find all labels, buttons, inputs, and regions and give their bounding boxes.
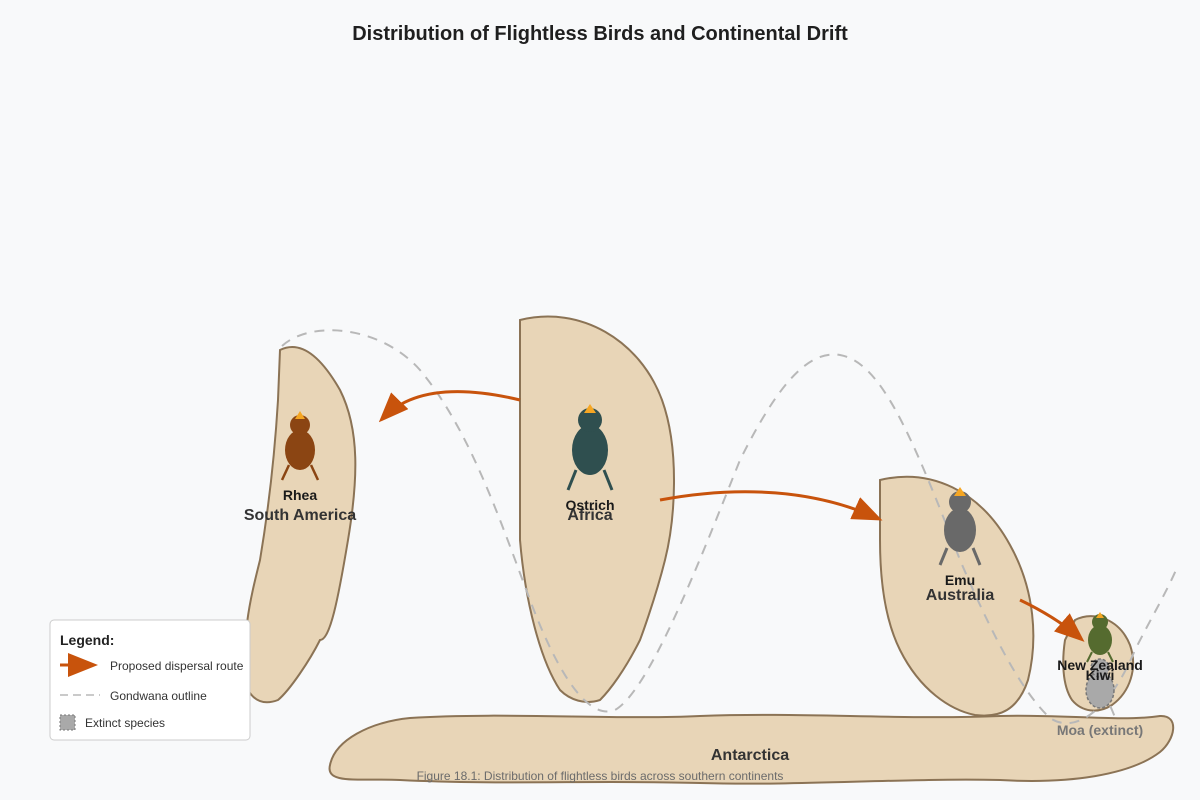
australia-label: Australia <box>926 587 995 604</box>
rhea-label: Rhea <box>283 487 317 503</box>
south-america-landmass <box>244 345 357 704</box>
kiwi-bird-icon <box>1086 612 1114 663</box>
dispersal-route-africa-to-south-america <box>378 390 521 423</box>
legend-box <box>49 619 251 741</box>
moa-label: Moa (extinct) <box>1057 722 1143 738</box>
antarctica-label: Antarctica <box>711 747 789 764</box>
legend: Legend: Proposed dispersal route Gondwan… <box>49 619 251 741</box>
australia-landmass <box>879 475 1035 717</box>
legend-extinct-label: Extinct species <box>85 716 165 730</box>
emu-bird-icon <box>938 487 982 566</box>
south-america-label: South America <box>244 507 356 524</box>
antarctica-landmass <box>328 713 1175 785</box>
africa-landmass <box>519 315 675 703</box>
figure-caption: Figure 18.1: Distribution of flightless … <box>417 769 784 783</box>
legend-route-label: Proposed dispersal route <box>110 659 244 673</box>
moa-bird-icon <box>1085 658 1115 709</box>
emu-label: Emu <box>945 572 975 588</box>
ostrich-label: Ostrich <box>565 497 614 513</box>
rhea-bird-icon <box>280 411 320 481</box>
gondwana-outline <box>281 329 1177 725</box>
new-zealand-label: New Zealand <box>1057 657 1143 673</box>
legend-title: Legend: <box>60 632 114 648</box>
legend-gondwana-label: Gondwana outline <box>110 689 207 703</box>
dispersal-route-australia-to-new-zealand <box>1019 598 1085 642</box>
diagram-title: Distribution of Flightless Birds and Con… <box>352 23 848 45</box>
legend-extinct-swatch <box>59 714 76 731</box>
africa-label: Africa <box>567 507 612 524</box>
dispersal-route-africa-to-australia <box>659 490 883 521</box>
kiwi-label: Kiwi <box>1086 667 1115 683</box>
ostrich-bird-icon <box>566 404 614 491</box>
